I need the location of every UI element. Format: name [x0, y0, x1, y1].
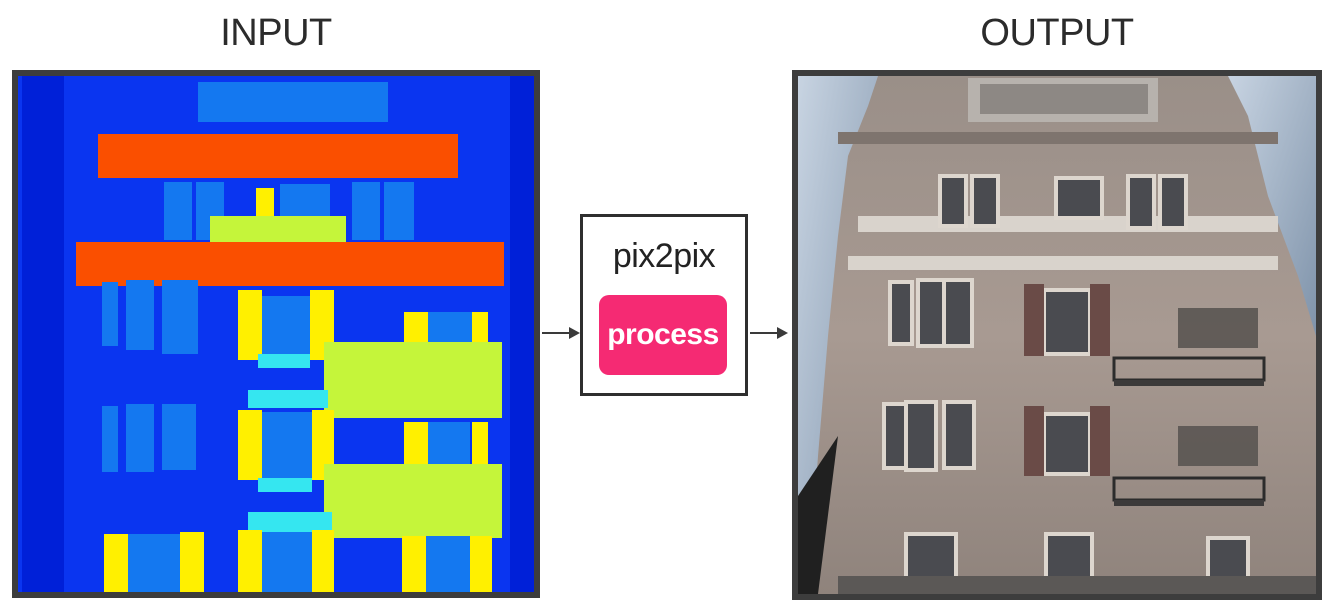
pix2pix-model-box: pix2pix process [580, 214, 748, 396]
input-label: INPUT [220, 12, 332, 54]
input-canvas[interactable] [12, 70, 540, 598]
input-label-map[interactable] [18, 76, 534, 592]
model-title: pix2pix [612, 237, 716, 275]
process-button[interactable]: process [599, 295, 727, 375]
arrow-right-icon [542, 327, 580, 339]
output-facade-image [798, 76, 1316, 594]
arrow-right-icon [750, 327, 788, 339]
output-label: OUTPUT [980, 12, 1134, 54]
output-canvas [792, 70, 1322, 600]
